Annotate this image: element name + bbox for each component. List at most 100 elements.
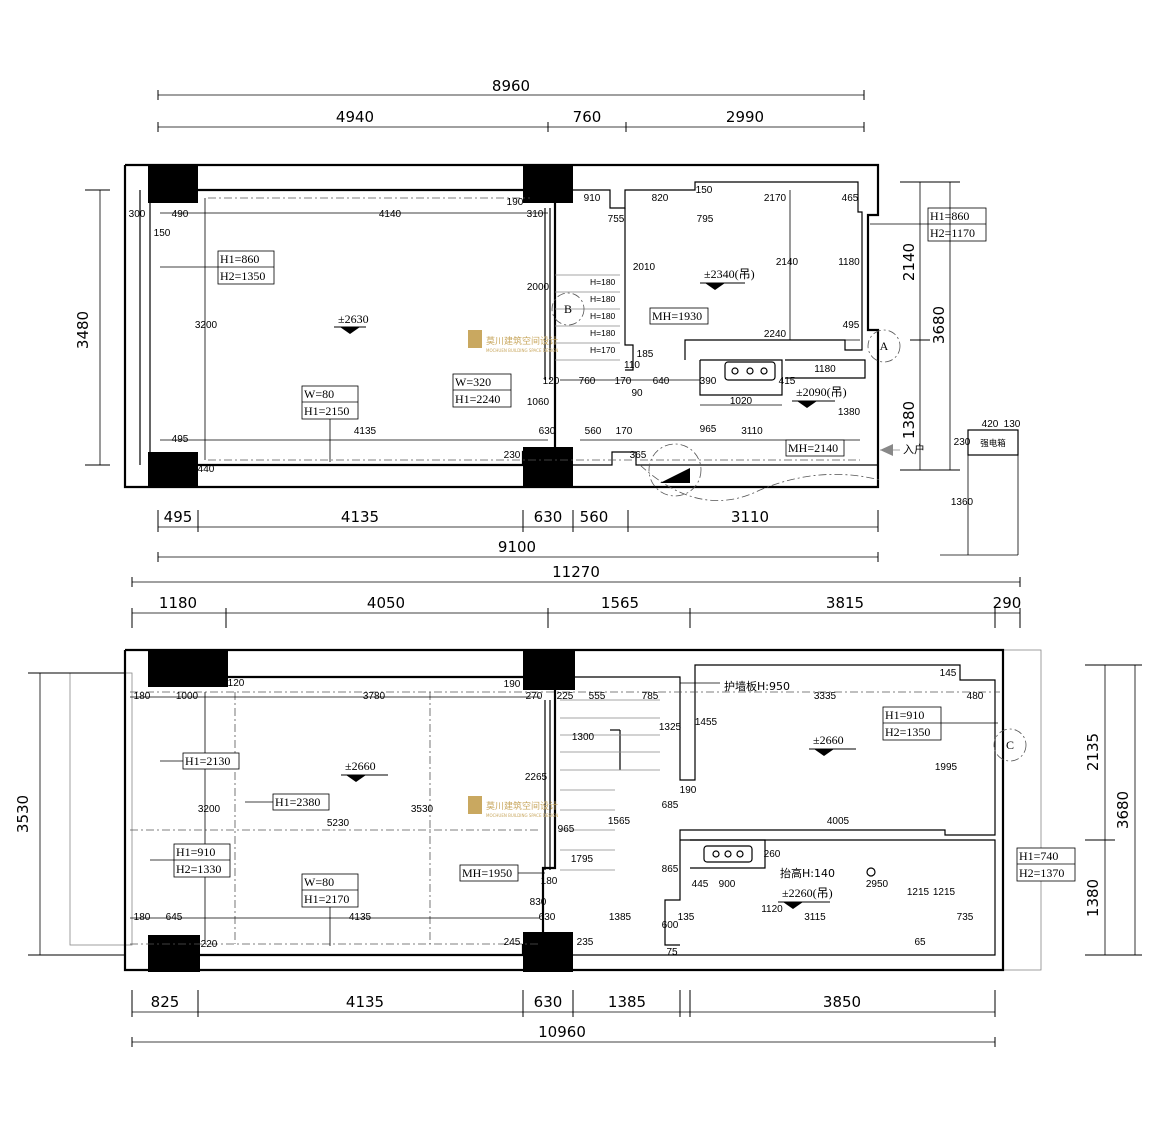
svg-text:190: 190 [504,679,521,690]
dim: 1380 [838,407,861,418]
svg-text:180: 180 [134,912,151,923]
svg-text:495: 495 [164,508,193,526]
svg-text:MH=2140: MH=2140 [788,441,838,455]
dim: 90 [631,388,643,399]
svg-text:235: 235 [577,937,594,948]
dim: 820 [652,193,669,204]
height-tag: H1=860 H2=1350 [160,250,275,285]
partition-1 [624,208,634,371]
dim: 300 [129,209,146,220]
column [148,452,198,488]
svg-text:H1=860: H1=860 [220,252,259,266]
svg-text:445: 445 [692,879,709,890]
inner-wall-south-2 [572,839,996,956]
height-tag: MH=2140 [785,439,845,457]
svg-text:270: 270 [526,691,543,702]
dim: 755 [608,214,625,225]
svg-text:MH=1950: MH=1950 [462,866,512,880]
svg-text:3530: 3530 [411,804,434,815]
svg-text:3815: 3815 [826,594,864,612]
staircase-2 [544,699,660,871]
watermark: 莫川建筑空间设计 MOCHUEN BUILDING SPACE DESIGN [468,796,558,818]
svg-text:180: 180 [541,876,558,887]
dim: 420 [982,419,999,430]
svg-text:H2=1330: H2=1330 [176,862,221,876]
stair-height: H=180 [590,311,616,321]
svg-text:120: 120 [228,678,245,689]
dim: 2240 [764,329,787,340]
height-tag: H1=2130 [160,752,240,770]
dim: 440 [198,464,215,475]
svg-text:480: 480 [967,691,984,702]
svg-text:3850: 3850 [823,993,861,1011]
svg-text:75: 75 [666,947,678,958]
svg-text:H1=2130: H1=2130 [185,754,230,768]
watermark: 莫川建筑空间设计 MOCHUEN BUILDING SPACE DESIGN [468,330,558,353]
meter-box-label: 强电箱 [980,438,1006,448]
svg-text:1795: 1795 [571,854,594,865]
dim-right: 2140 [900,243,918,281]
dim-right: 3680 [930,306,948,344]
stair-height: H=180 [590,328,616,338]
staircase: H=180 H=180 H=180 H=180 H=170 [544,208,620,380]
dim: 3110 [741,426,763,437]
height-tag: H1=860 H2=1170 [870,207,987,242]
svg-text:1385: 1385 [609,912,632,923]
column [148,935,200,972]
svg-text:MOCHUEN BUILDING SPACE DESIGN: MOCHUEN BUILDING SPACE DESIGN [486,813,558,818]
dim: 4140 [379,209,402,220]
svg-text:H2=1170: H2=1170 [930,226,975,240]
dim-left-2: 3530 [14,795,32,833]
stair-height: H=170 [590,345,616,355]
svg-text:1385: 1385 [608,993,646,1011]
dim-right: 1380 [900,401,918,439]
dim: 560 [585,426,602,437]
level-mark: ±2660 [809,733,856,756]
svg-text:MOCHUEN BUILDING SPACE DESIGN: MOCHUEN BUILDING SPACE DESIGN [486,348,558,353]
dim: 2170 [764,193,787,204]
dim: 365 [630,450,647,461]
inner-wall-east [555,181,863,360]
svg-text:W=320: W=320 [455,375,491,389]
svg-text:±2660: ±2660 [813,733,844,747]
counter-2 [690,839,766,869]
level-mark: ±2630 [334,312,369,334]
svg-text:H1=910: H1=910 [885,708,924,722]
svg-text:H1=2380: H1=2380 [275,795,320,809]
svg-text:825: 825 [151,993,180,1011]
svg-text:225: 225 [557,691,574,702]
note-wainscot: 护墙板H:950 [724,679,790,693]
svg-text:4050: 4050 [367,594,405,612]
svg-text:135: 135 [678,912,695,923]
level-label: ±2090(吊) [796,385,847,399]
height-tag: H1=910 H2=1330 [150,843,231,878]
svg-text:±2260(吊): ±2260(吊) [782,886,833,900]
dim-total-top: 8960 [492,77,530,95]
svg-text:1000: 1000 [176,691,199,702]
note-raised: 抬高H:140 [780,866,835,880]
svg-text:290: 290 [993,594,1022,612]
svg-text:560: 560 [580,508,609,526]
dim: 2010 [633,262,656,273]
outer-wall-2 [123,648,1005,972]
svg-text:1300: 1300 [572,732,595,743]
svg-text:4135: 4135 [341,508,379,526]
svg-text:3780: 3780 [363,691,386,702]
height-tag: H1=2380 [245,793,330,811]
dim: 310 [527,209,544,220]
svg-text:600: 600 [662,920,679,931]
svg-text:±2660: ±2660 [345,759,376,773]
svg-text:W=80: W=80 [304,387,334,401]
height-tag: W=320 H1=2240 [452,373,512,408]
dim: 965 [700,424,717,435]
svg-text:645: 645 [166,912,183,923]
dim: 2000 [527,282,550,293]
svg-text:145: 145 [940,668,957,679]
level-mark: ±2340(吊) [700,267,755,290]
dim: 1020 [730,396,753,407]
column [523,165,573,203]
inner-wall-east-2 [575,664,996,946]
svg-text:H1=2240: H1=2240 [455,392,500,406]
column [523,650,575,690]
svg-text:630: 630 [539,912,556,923]
